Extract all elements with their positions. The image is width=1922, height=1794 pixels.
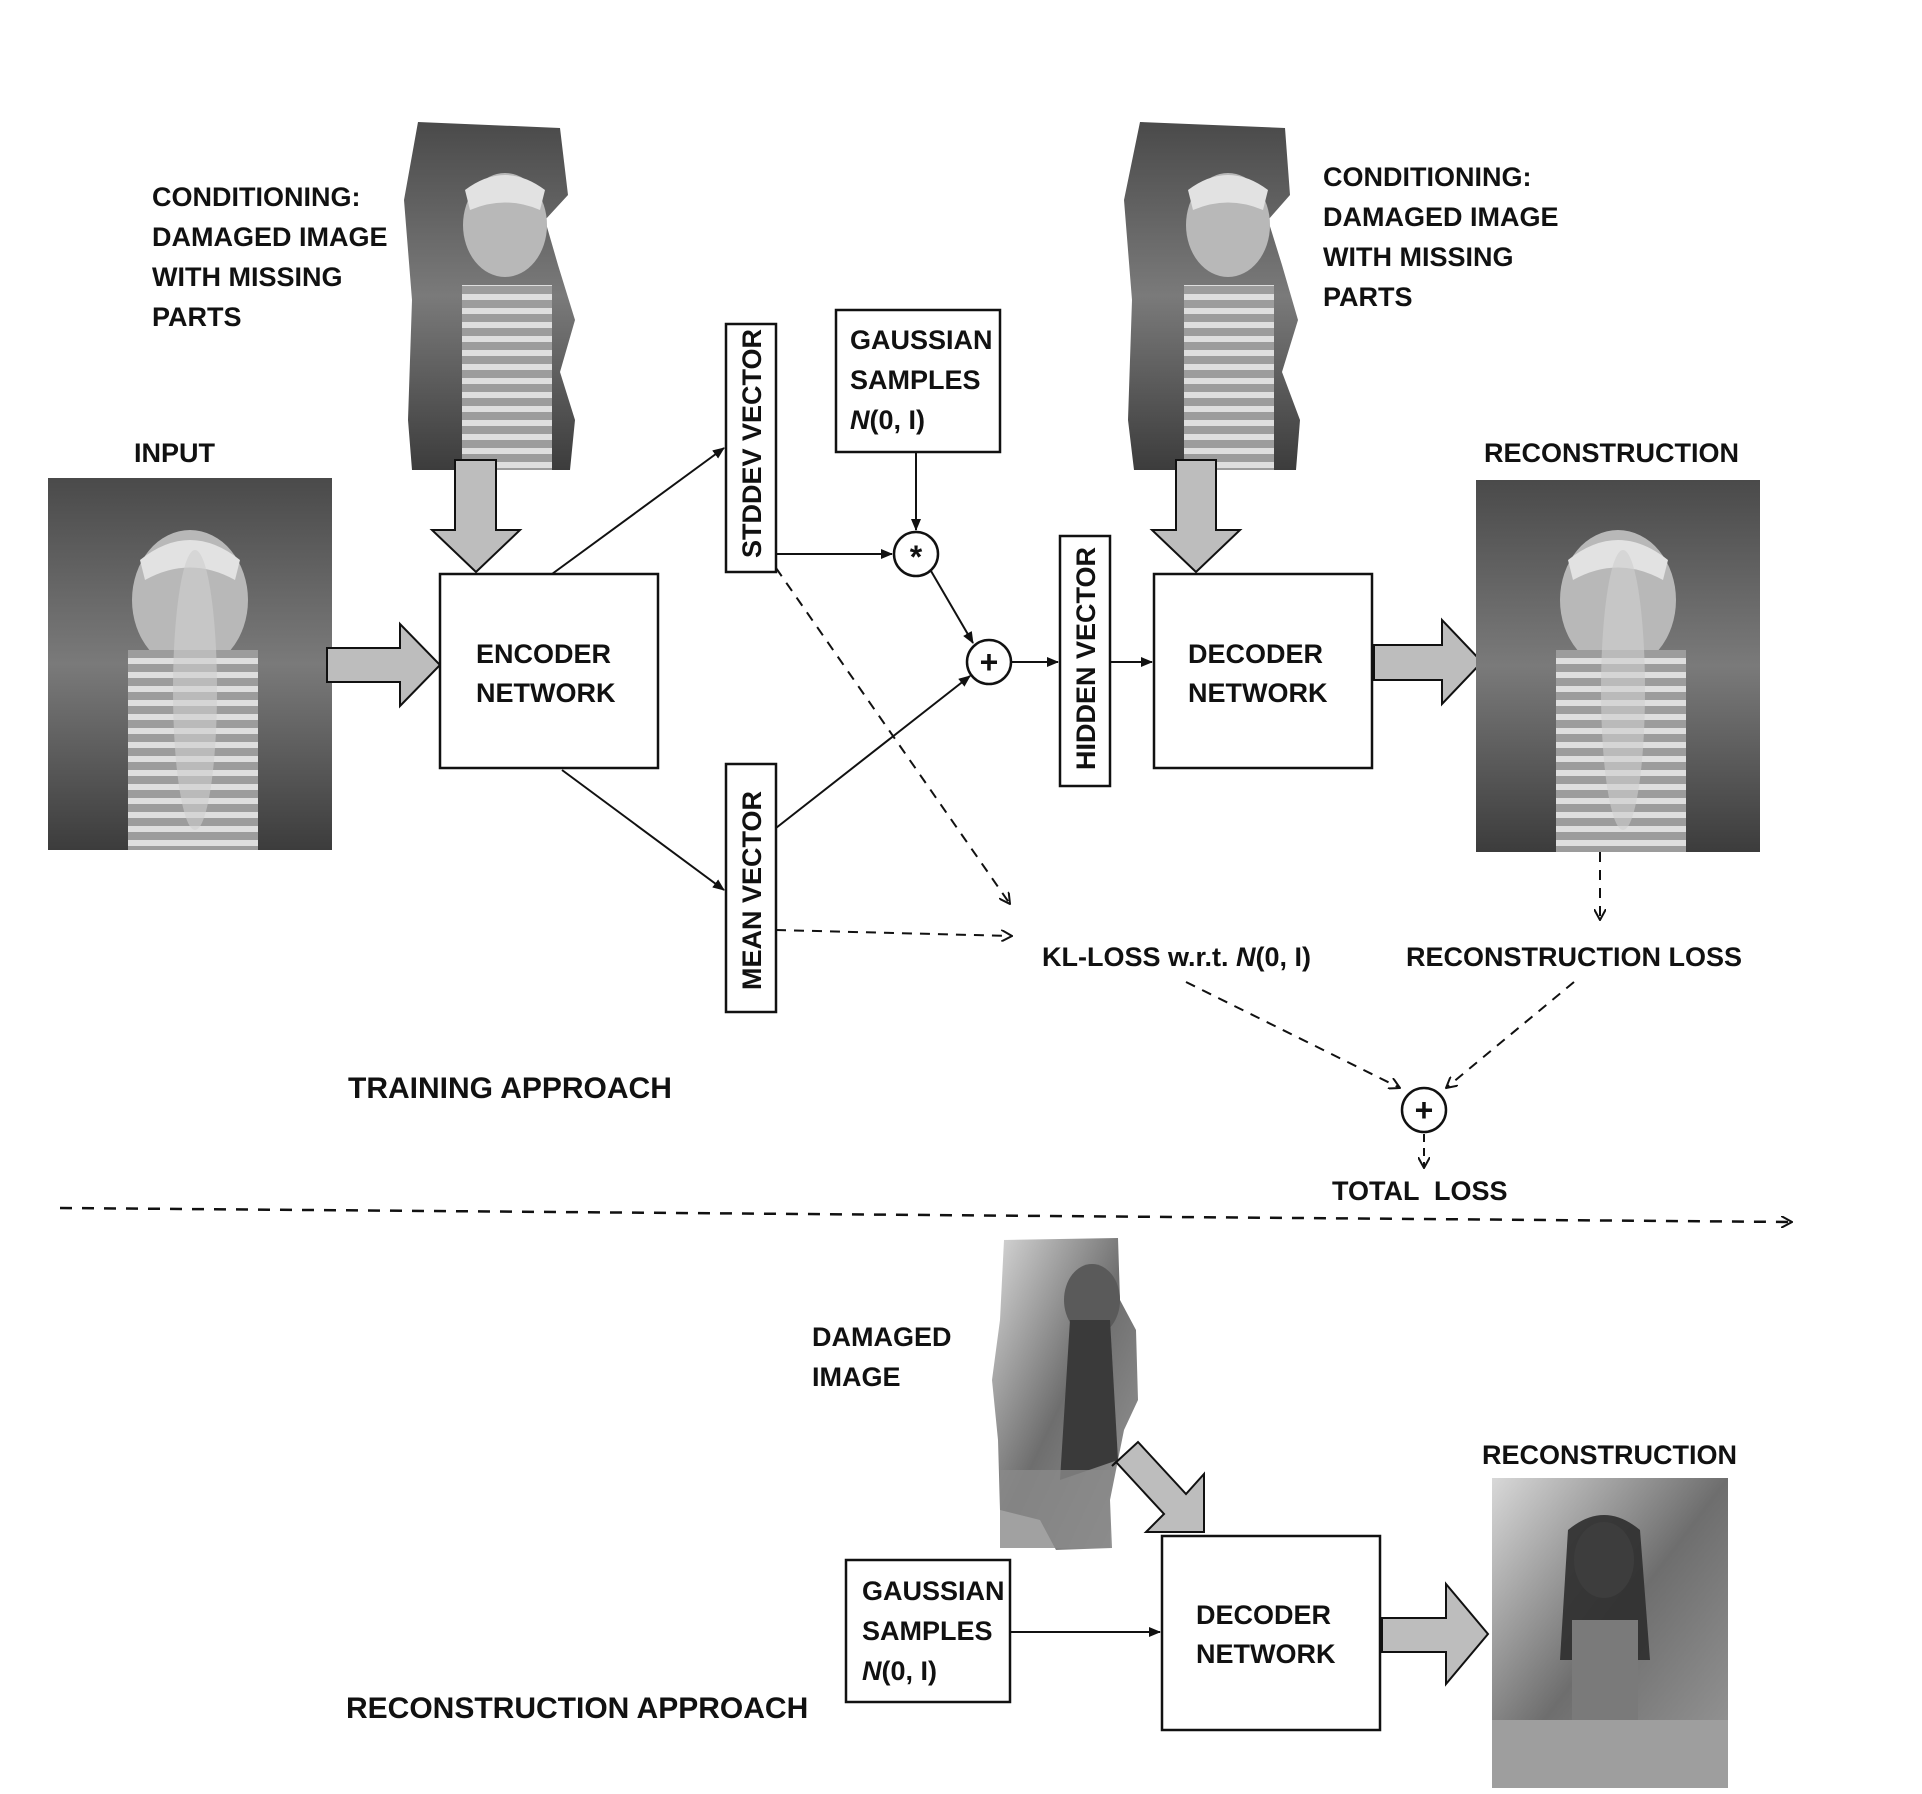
conditioning-label-top-line2: DAMAGED IMAGE bbox=[152, 222, 388, 252]
training-approach-title: TRAINING APPROACH bbox=[348, 1072, 672, 1105]
reconstruction-approach-title: RECONSTRUCTION APPROACH bbox=[346, 1692, 808, 1725]
conditioning-label-top-line4: PARTS bbox=[152, 302, 242, 332]
gaussian-dist-label: N(0, I) bbox=[850, 405, 925, 435]
encoder-network-box bbox=[438, 572, 660, 770]
input-photo bbox=[48, 478, 332, 850]
conditioning-label-right-line2: DAMAGED IMAGE bbox=[1323, 202, 1559, 232]
mean-vector-label: MEAN VECTOR bbox=[737, 791, 767, 990]
conditioning-label-top-line1: CONDITIONING: bbox=[152, 182, 361, 212]
plus-symbol-hidden: + bbox=[980, 644, 999, 680]
encoder-label-line2: NETWORK bbox=[476, 678, 616, 708]
input-to-encoder-block-arrow bbox=[326, 621, 442, 709]
hidden-vector-label: HIDDEN VECTOR bbox=[1071, 547, 1101, 770]
gaussian-samples-box bbox=[834, 308, 1002, 454]
kl-to-total-dashed-arrow bbox=[1185, 981, 1400, 1088]
decoder-network-box-reconstruction bbox=[1160, 1534, 1382, 1732]
damaged-photo-bottom bbox=[992, 1238, 1138, 1550]
multiply-node bbox=[892, 530, 940, 578]
multiply-symbol: * bbox=[910, 539, 923, 575]
gaussian-reconstruction-label-line2: SAMPLES bbox=[862, 1616, 993, 1646]
decoder-label-training-line2: NETWORK bbox=[1188, 678, 1328, 708]
mean-vector-box bbox=[724, 762, 778, 1014]
mean-to-plus-arrow bbox=[775, 675, 971, 829]
reconstruction-label-bottom: RECONSTRUCTION bbox=[1482, 1440, 1737, 1470]
damaged-image-label-line1: DAMAGED bbox=[812, 1322, 952, 1352]
conditioning-label-right-line1: CONDITIONING: bbox=[1323, 162, 1532, 192]
gaussian-samples-box-reconstruction bbox=[844, 1558, 1012, 1704]
decoder-to-reconstruction-block-arrow-bottom bbox=[1381, 1581, 1490, 1687]
gaussian-reconstruction-dist-label: N(0, I) bbox=[862, 1656, 937, 1686]
decoder-condition-block-arrow bbox=[1149, 459, 1243, 574]
stddev-to-kl-dashed-arrow bbox=[775, 567, 1010, 904]
gaussian-label-line2: SAMPLES bbox=[850, 365, 981, 395]
decoder-reconstruction-label-line2: NETWORK bbox=[1196, 1639, 1336, 1669]
stddev-vector-box bbox=[724, 322, 778, 574]
decoder-label-training-line1: DECODER bbox=[1188, 639, 1323, 669]
kl-loss-label: KL-LOSS w.r.t. N(0, I) bbox=[1042, 942, 1311, 972]
encoder-label-line1: ENCODER bbox=[476, 639, 611, 669]
encoder-to-mean-arrow bbox=[561, 769, 725, 891]
input-label: INPUT bbox=[134, 438, 216, 468]
plus-node-hidden bbox=[965, 638, 1013, 686]
conditioning-label-top-line3: WITH MISSING bbox=[152, 262, 343, 292]
plus-node-total-loss bbox=[1400, 1086, 1448, 1134]
mean-to-kl-dashed-arrow bbox=[775, 929, 1012, 936]
reconstruction-photo-training bbox=[1476, 480, 1760, 852]
conditioning-label-right-line4: PARTS bbox=[1323, 282, 1413, 312]
decoder-to-reconstruction-block-arrow bbox=[1373, 617, 1484, 707]
encoder-condition-block-arrow bbox=[429, 459, 523, 574]
gaussian-reconstruction-label-line1: GAUSSIAN bbox=[862, 1576, 1005, 1606]
total-loss-label: TOTAL LOSS bbox=[1332, 1176, 1508, 1206]
reconstruction-photo-bottom bbox=[1492, 1478, 1728, 1788]
damaged-image-label-line2: IMAGE bbox=[812, 1362, 901, 1392]
encoder-to-stddev-arrow bbox=[551, 447, 725, 575]
stddev-vector-label: STDDEV VECTOR bbox=[737, 329, 767, 558]
multiply-to-plus-arrow bbox=[930, 570, 974, 644]
decoder-network-box-training bbox=[1152, 572, 1374, 770]
decoder-reconstruction-label-line1: DECODER bbox=[1196, 1600, 1331, 1630]
reconstruction-loss-label: RECONSTRUCTION LOSS bbox=[1406, 942, 1742, 972]
gaussian-label-line1: GAUSSIAN bbox=[850, 325, 993, 355]
conditioning-photo-top bbox=[404, 122, 575, 470]
reconstruction-label-training: RECONSTRUCTION bbox=[1484, 438, 1739, 468]
section-separator-dashed-arrow bbox=[59, 1206, 1792, 1222]
hidden-vector-box bbox=[1058, 534, 1112, 788]
plus-symbol-total-loss: + bbox=[1415, 1092, 1434, 1128]
damaged-to-decoder-block-arrow bbox=[1111, 1440, 1205, 1533]
conditioning-label-right-line3: WITH MISSING bbox=[1323, 242, 1514, 272]
conditioning-photo-right bbox=[1124, 122, 1300, 470]
reconloss-to-total-dashed-arrow bbox=[1446, 981, 1575, 1088]
